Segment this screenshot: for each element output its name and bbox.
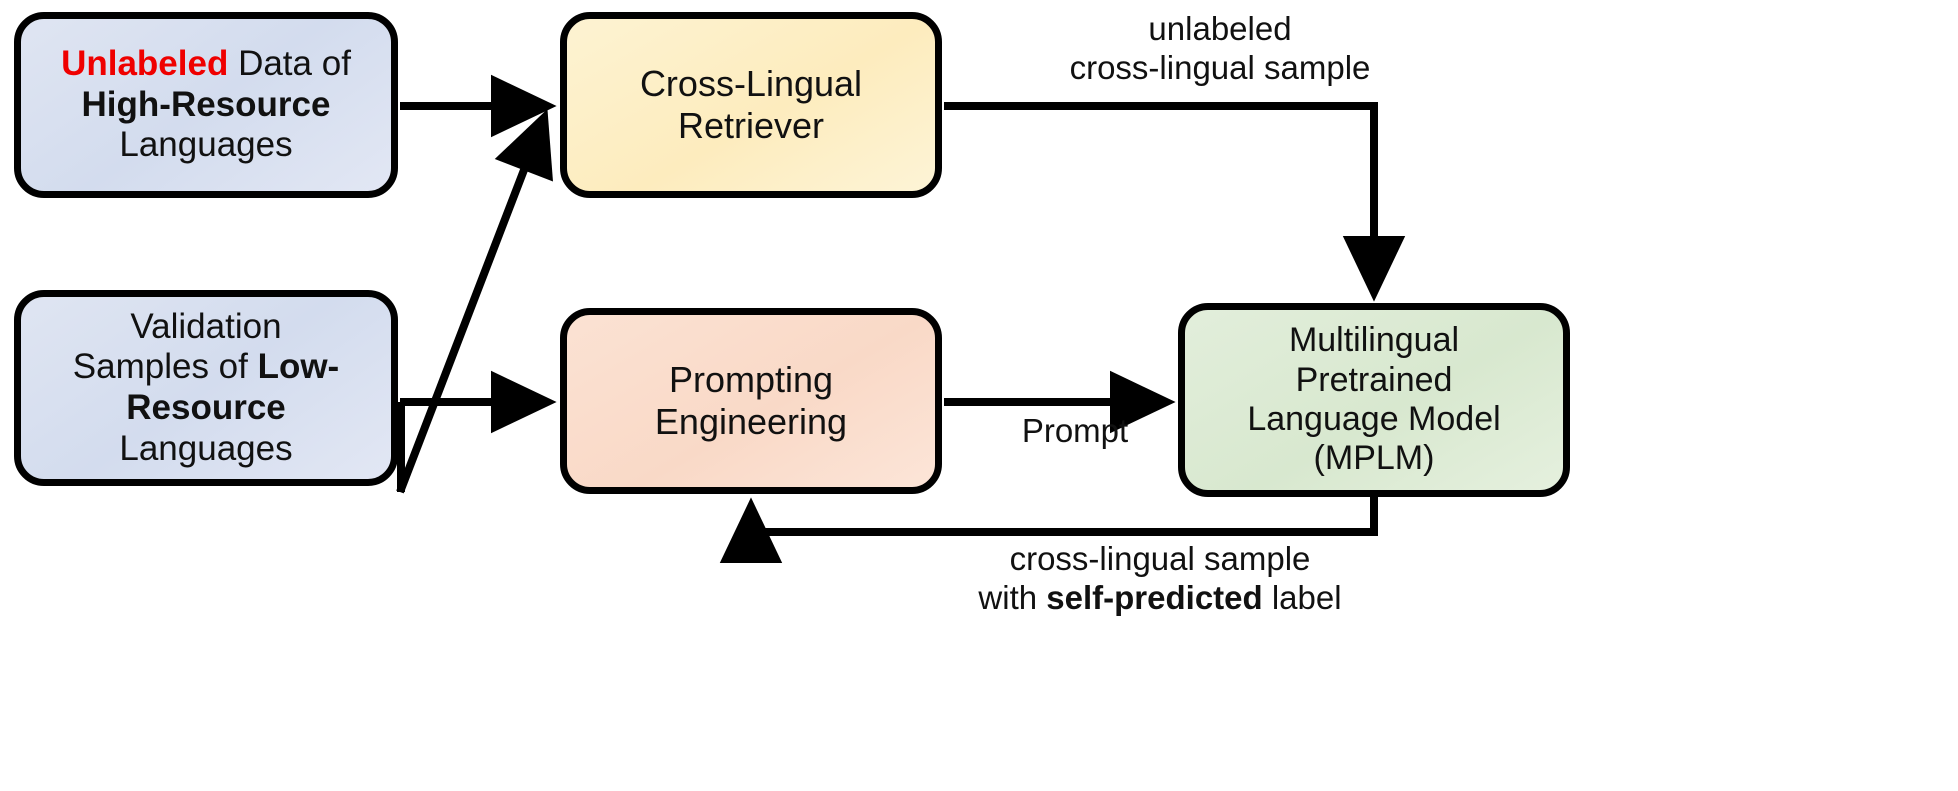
- node-low-resource-line2-plain: Samples of: [72, 347, 258, 387]
- node-retriever-line1: Cross-Lingual: [639, 63, 863, 105]
- node-retriever-text: Cross-Lingual Retriever: [567, 63, 935, 147]
- node-high-resource-line3: Languages: [119, 125, 293, 165]
- emphasis-low: Low-: [257, 347, 340, 387]
- edge-label-selfpredicted-line2-a: with: [978, 578, 1047, 616]
- edge-label-prompt-text: Prompt: [1021, 412, 1129, 449]
- edge-label-prompt: Prompt: [975, 412, 1175, 451]
- emphasis-self-predicted: self-predicted: [1046, 578, 1263, 616]
- node-prompting-engineering[interactable]: Prompting Engineering: [560, 308, 942, 494]
- node-unlabeled-high-resource-data[interactable]: Unlabeled Data of High-Resource Language…: [14, 12, 398, 198]
- emphasis-unlabeled: Unlabeled: [61, 44, 229, 84]
- node-mplm-line2: Pretrained: [1295, 360, 1453, 399]
- edge-retriever-to-mplm: [944, 102, 1406, 302]
- edge-label-selfpredicted-line1: cross-lingual sample: [1009, 540, 1311, 577]
- node-multilingual-pretrained-language-model[interactable]: Multilingual Pretrained Language Model (…: [1178, 303, 1570, 497]
- edge-label-selfpredicted-line2-b: label: [1262, 578, 1342, 616]
- emphasis-resource: Resource: [126, 388, 286, 427]
- node-low-resource-text: Validation Samples of Low- Resource Lang…: [21, 307, 391, 469]
- edge-label-unlabeled-cross-lingual-sample: unlabeled cross-lingual sample: [1010, 10, 1430, 88]
- node-prompting-text: Prompting Engineering: [567, 359, 935, 443]
- node-mplm-line3: Language Model: [1247, 400, 1501, 438]
- edge-label-self-predicted-sample: cross-lingual sample with self-predicted…: [870, 540, 1450, 618]
- node-prompting-line2: Engineering: [654, 401, 848, 442]
- edge-low-resource-to-retriever: [396, 109, 553, 494]
- node-cross-lingual-retriever[interactable]: Cross-Lingual Retriever: [560, 12, 942, 198]
- node-prompting-line1: Prompting: [668, 359, 834, 401]
- node-retriever-line2: Retriever: [677, 105, 825, 146]
- node-high-resource-line1-rest: Data of: [228, 44, 351, 84]
- node-mplm-line1: Multilingual: [1288, 321, 1460, 360]
- node-low-resource-line1: Validation: [130, 306, 282, 346]
- emphasis-high-resource: High-Resource: [81, 84, 331, 124]
- node-mplm-text: Multilingual Pretrained Language Model (…: [1185, 321, 1563, 479]
- edge-mplm-to-prompting-feedback: [719, 497, 1378, 564]
- edge-label-unlabeled-line2: cross-lingual sample: [1069, 48, 1371, 86]
- edge-label-unlabeled-line1: unlabeled: [1148, 10, 1292, 47]
- node-high-resource-text: Unlabeled Data of High-Resource Language…: [21, 44, 391, 166]
- node-low-resource-line4: Languages: [119, 428, 293, 468]
- node-mplm-line4: (MPLM): [1313, 439, 1435, 478]
- node-low-resource-validation-samples[interactable]: Validation Samples of Low- Resource Lang…: [14, 290, 398, 486]
